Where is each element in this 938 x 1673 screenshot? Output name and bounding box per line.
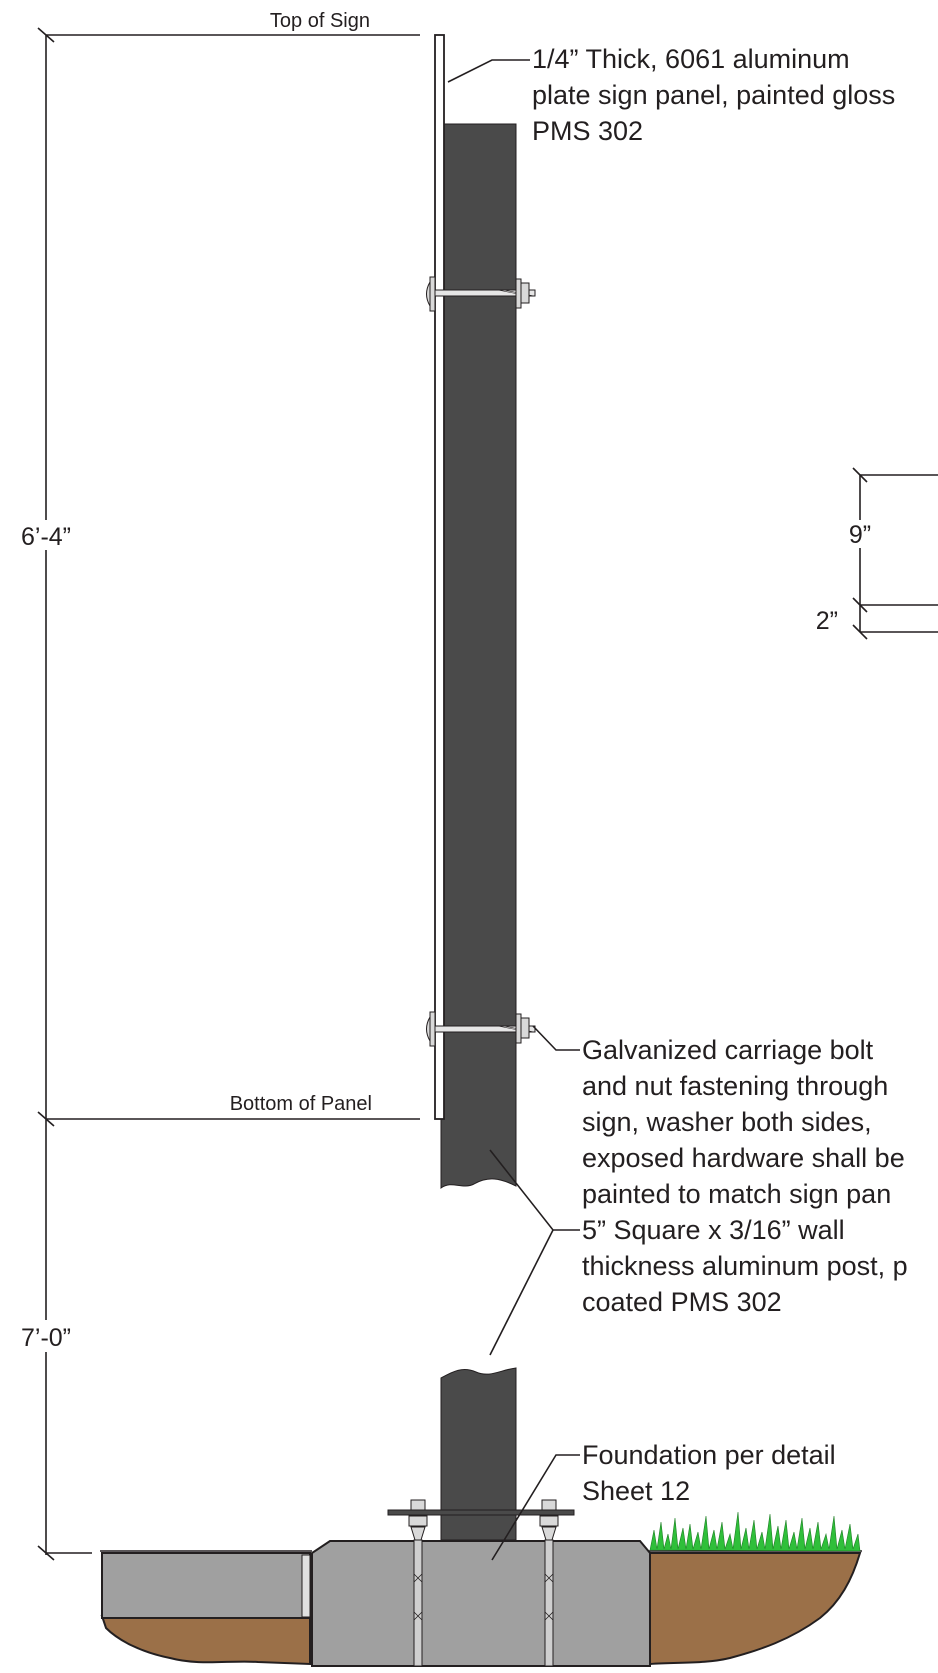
callout-panel-line-1: 1/4” Thick, 6061 aluminum [532, 44, 850, 74]
callout-bolt-line-2: and nut fastening through [582, 1071, 888, 1101]
soil-right [649, 1552, 862, 1666]
post-lower-section [440, 1367, 517, 1541]
callout-bolt-line-5: painted to match sign pan [582, 1179, 891, 1209]
sidewalk-joint [301, 1554, 311, 1618]
dimension-bottom-clearance: 7’-0” [21, 1324, 71, 1352]
concrete-foundation [311, 1540, 651, 1667]
dimension-detail-upper: 9” [849, 521, 871, 549]
callout-panel-line-2: plate sign panel, painted gloss [532, 80, 895, 110]
callout-bolt-line-3: sign, washer both sides, [582, 1107, 872, 1137]
dimension-line-left [37, 27, 420, 1561]
callout-foundation-line-1: Foundation per detail [582, 1440, 836, 1470]
upper-carriage-bolt [426, 276, 536, 312]
sign-panel [434, 34, 445, 1120]
bottom-of-panel-label: Bottom of Panel [230, 1093, 372, 1115]
dimension-panel-height: 6’-4” [21, 523, 71, 551]
detail-dimension-right [852, 467, 938, 640]
post-upper-section [440, 123, 517, 1189]
dimension-detail-lower: 2” [816, 607, 838, 635]
callout-post-line-3: coated PMS 302 [582, 1287, 782, 1317]
anchor-bolt-right [539, 1499, 559, 1667]
base-plate [387, 1509, 575, 1516]
callout-panel-line-3: PMS 302 [532, 116, 643, 146]
callout-post-line-1: 5” Square x 3/16” wall [582, 1215, 845, 1245]
callout-bolt-line-4: exposed hardware shall be [582, 1143, 905, 1173]
leader-foundation [491, 1454, 580, 1561]
callout-bolt-line-1: Galvanized carriage bolt [582, 1035, 874, 1065]
callout-post-line-2: thickness aluminum post, p [582, 1251, 908, 1281]
sidewalk-slab [101, 1552, 311, 1619]
grass-tuft [649, 1511, 861, 1552]
leader-post-lower [489, 1229, 554, 1356]
callout-foundation-line-2: Sheet 12 [582, 1476, 690, 1506]
leader-panel [447, 59, 530, 83]
soil [100, 1615, 311, 1666]
leader-bolt [532, 1025, 580, 1051]
anchor-bolt-left [408, 1499, 428, 1667]
top-of-sign-label: Top of Sign [270, 10, 370, 32]
